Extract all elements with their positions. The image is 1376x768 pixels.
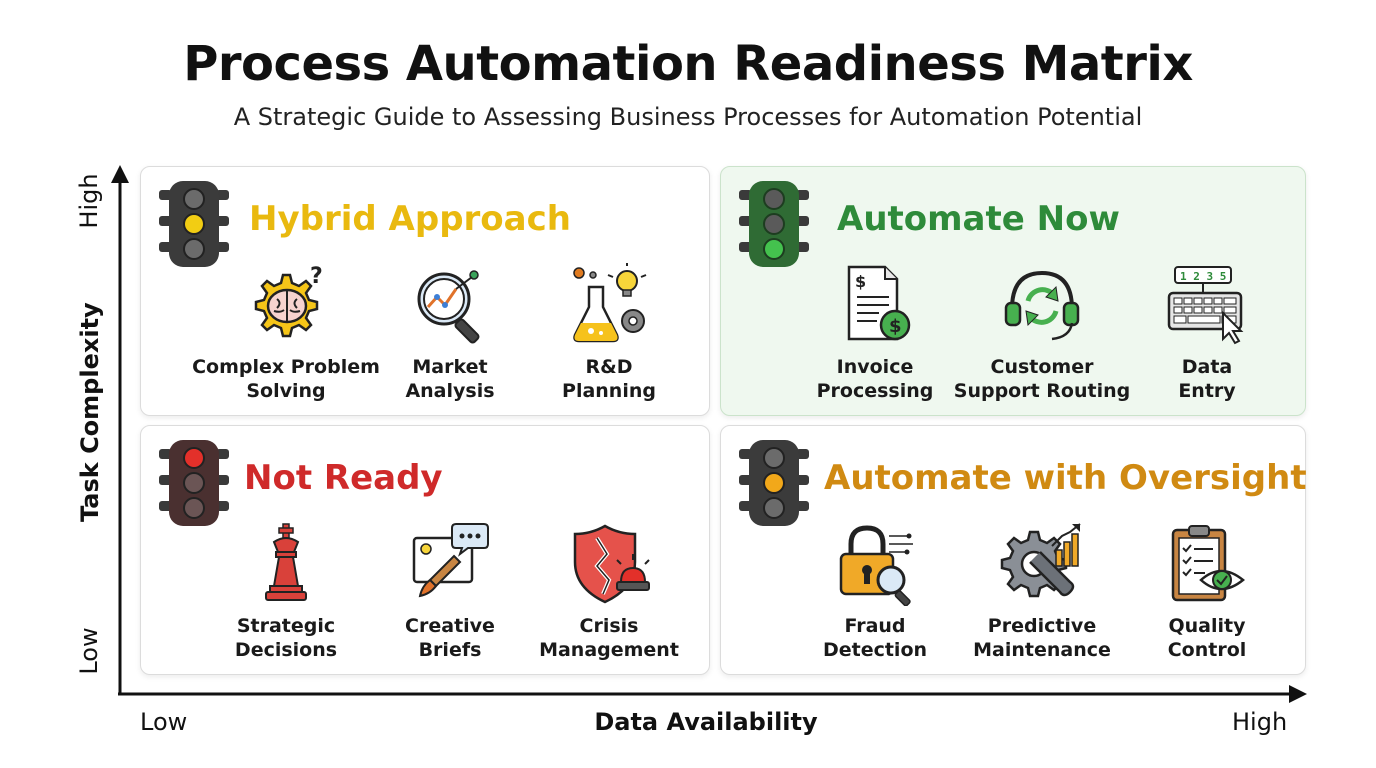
item-data-entry: 1 2 3 5 Data Entry (1107, 263, 1307, 403)
quadrant-automate-now: Automate Now $ $ Invoice Processing (720, 166, 1306, 416)
item-label: Creative Briefs (405, 615, 495, 661)
traffic-light-red-icon (159, 440, 229, 526)
item-label: Complex Problem Solving (192, 356, 380, 402)
item-quality-control: Quality Control (1107, 522, 1307, 662)
quadrant-not-ready: Not Ready Strategic Decisions (140, 425, 710, 675)
item-label: Data Entry (1178, 356, 1236, 402)
item-fraud-detection: Fraud Detection (775, 522, 975, 662)
quadrant-automate-with-oversight: Automate with Oversight Fraud Detection (720, 425, 1307, 675)
svg-text:$: $ (889, 316, 902, 337)
page-subtitle: A Strategic Guide to Assessing Business … (233, 103, 1143, 131)
keyboard-cursor-icon: 1 2 3 5 (1167, 266, 1244, 345)
flask-lightbulb-icon (573, 263, 647, 343)
item-label: Invoice Processing (816, 356, 934, 402)
item-label: Customer Support Routing (953, 356, 1131, 402)
quadrant-hybrid-approach: Hybrid Approach ? Complex Problem Solvin… (140, 166, 710, 416)
svg-text:?: ? (310, 264, 323, 289)
quadrant-title: Hybrid Approach (249, 199, 571, 239)
clipboard-eye-icon (1171, 525, 1245, 602)
x-axis-low-label: Low (140, 708, 188, 736)
svg-text:1 2 3 5: 1 2 3 5 (1180, 270, 1226, 283)
item-label: Crisis Management (539, 615, 679, 661)
broken-shield-alarm-icon (573, 524, 650, 604)
item-label: Strategic Decisions (234, 615, 338, 661)
item-market-analysis: Market Analysis (350, 263, 550, 403)
headset-refresh-icon (1004, 270, 1080, 341)
x-axis-title: Data Availability (594, 708, 818, 736)
item-label: Predictive Maintenance (973, 615, 1111, 661)
padlock-magnifier-icon (839, 525, 913, 606)
x-axis-arrow (1289, 685, 1307, 703)
chess-king-icon (265, 523, 307, 601)
traffic-light-yellow-icon (159, 181, 229, 267)
y-axis-arrow (111, 165, 129, 183)
paintbrush-chat-icon (412, 523, 489, 598)
item-strategic-decisions: Strategic Decisions (186, 522, 386, 662)
item-predictive-maintenance: Predictive Maintenance (942, 522, 1142, 662)
invoice-dollar-icon: $ $ (847, 265, 911, 341)
item-label: Market Analysis (405, 356, 495, 402)
y-axis-low-label: Low (75, 627, 103, 675)
item-rd-planning: R&D Planning (509, 263, 709, 403)
item-crisis-management: Crisis Management (509, 522, 709, 662)
brain-gear-icon: ? (254, 264, 323, 338)
item-label: Fraud Detection (822, 615, 928, 661)
item-label: R&D Planning (562, 356, 656, 402)
item-invoice-processing: $ $ Invoice Processing (775, 263, 975, 403)
item-customer-support-routing: Customer Support Routing (942, 263, 1142, 403)
quadrant-title: Automate Now (837, 199, 1120, 239)
y-axis-title: Task Complexity (76, 302, 104, 522)
magnifier-chart-icon (417, 270, 480, 344)
item-label: Quality Control (1167, 615, 1247, 661)
page-title: Process Automation Readiness Matrix (183, 36, 1193, 92)
quadrant-title: Not Ready (244, 458, 443, 498)
svg-text:$: $ (855, 272, 866, 291)
item-creative-briefs: Creative Briefs (350, 522, 550, 662)
traffic-light-amber-icon (739, 440, 809, 526)
x-axis-high-label: High (1232, 708, 1288, 736)
quadrant-title: Automate with Oversight (824, 458, 1307, 498)
traffic-light-green-icon (739, 181, 809, 267)
item-complex-problem-solving: ? Complex Problem Solving (186, 263, 386, 403)
gear-wrench-chart-icon (1000, 523, 1081, 598)
y-axis-high-label: High (75, 173, 103, 229)
